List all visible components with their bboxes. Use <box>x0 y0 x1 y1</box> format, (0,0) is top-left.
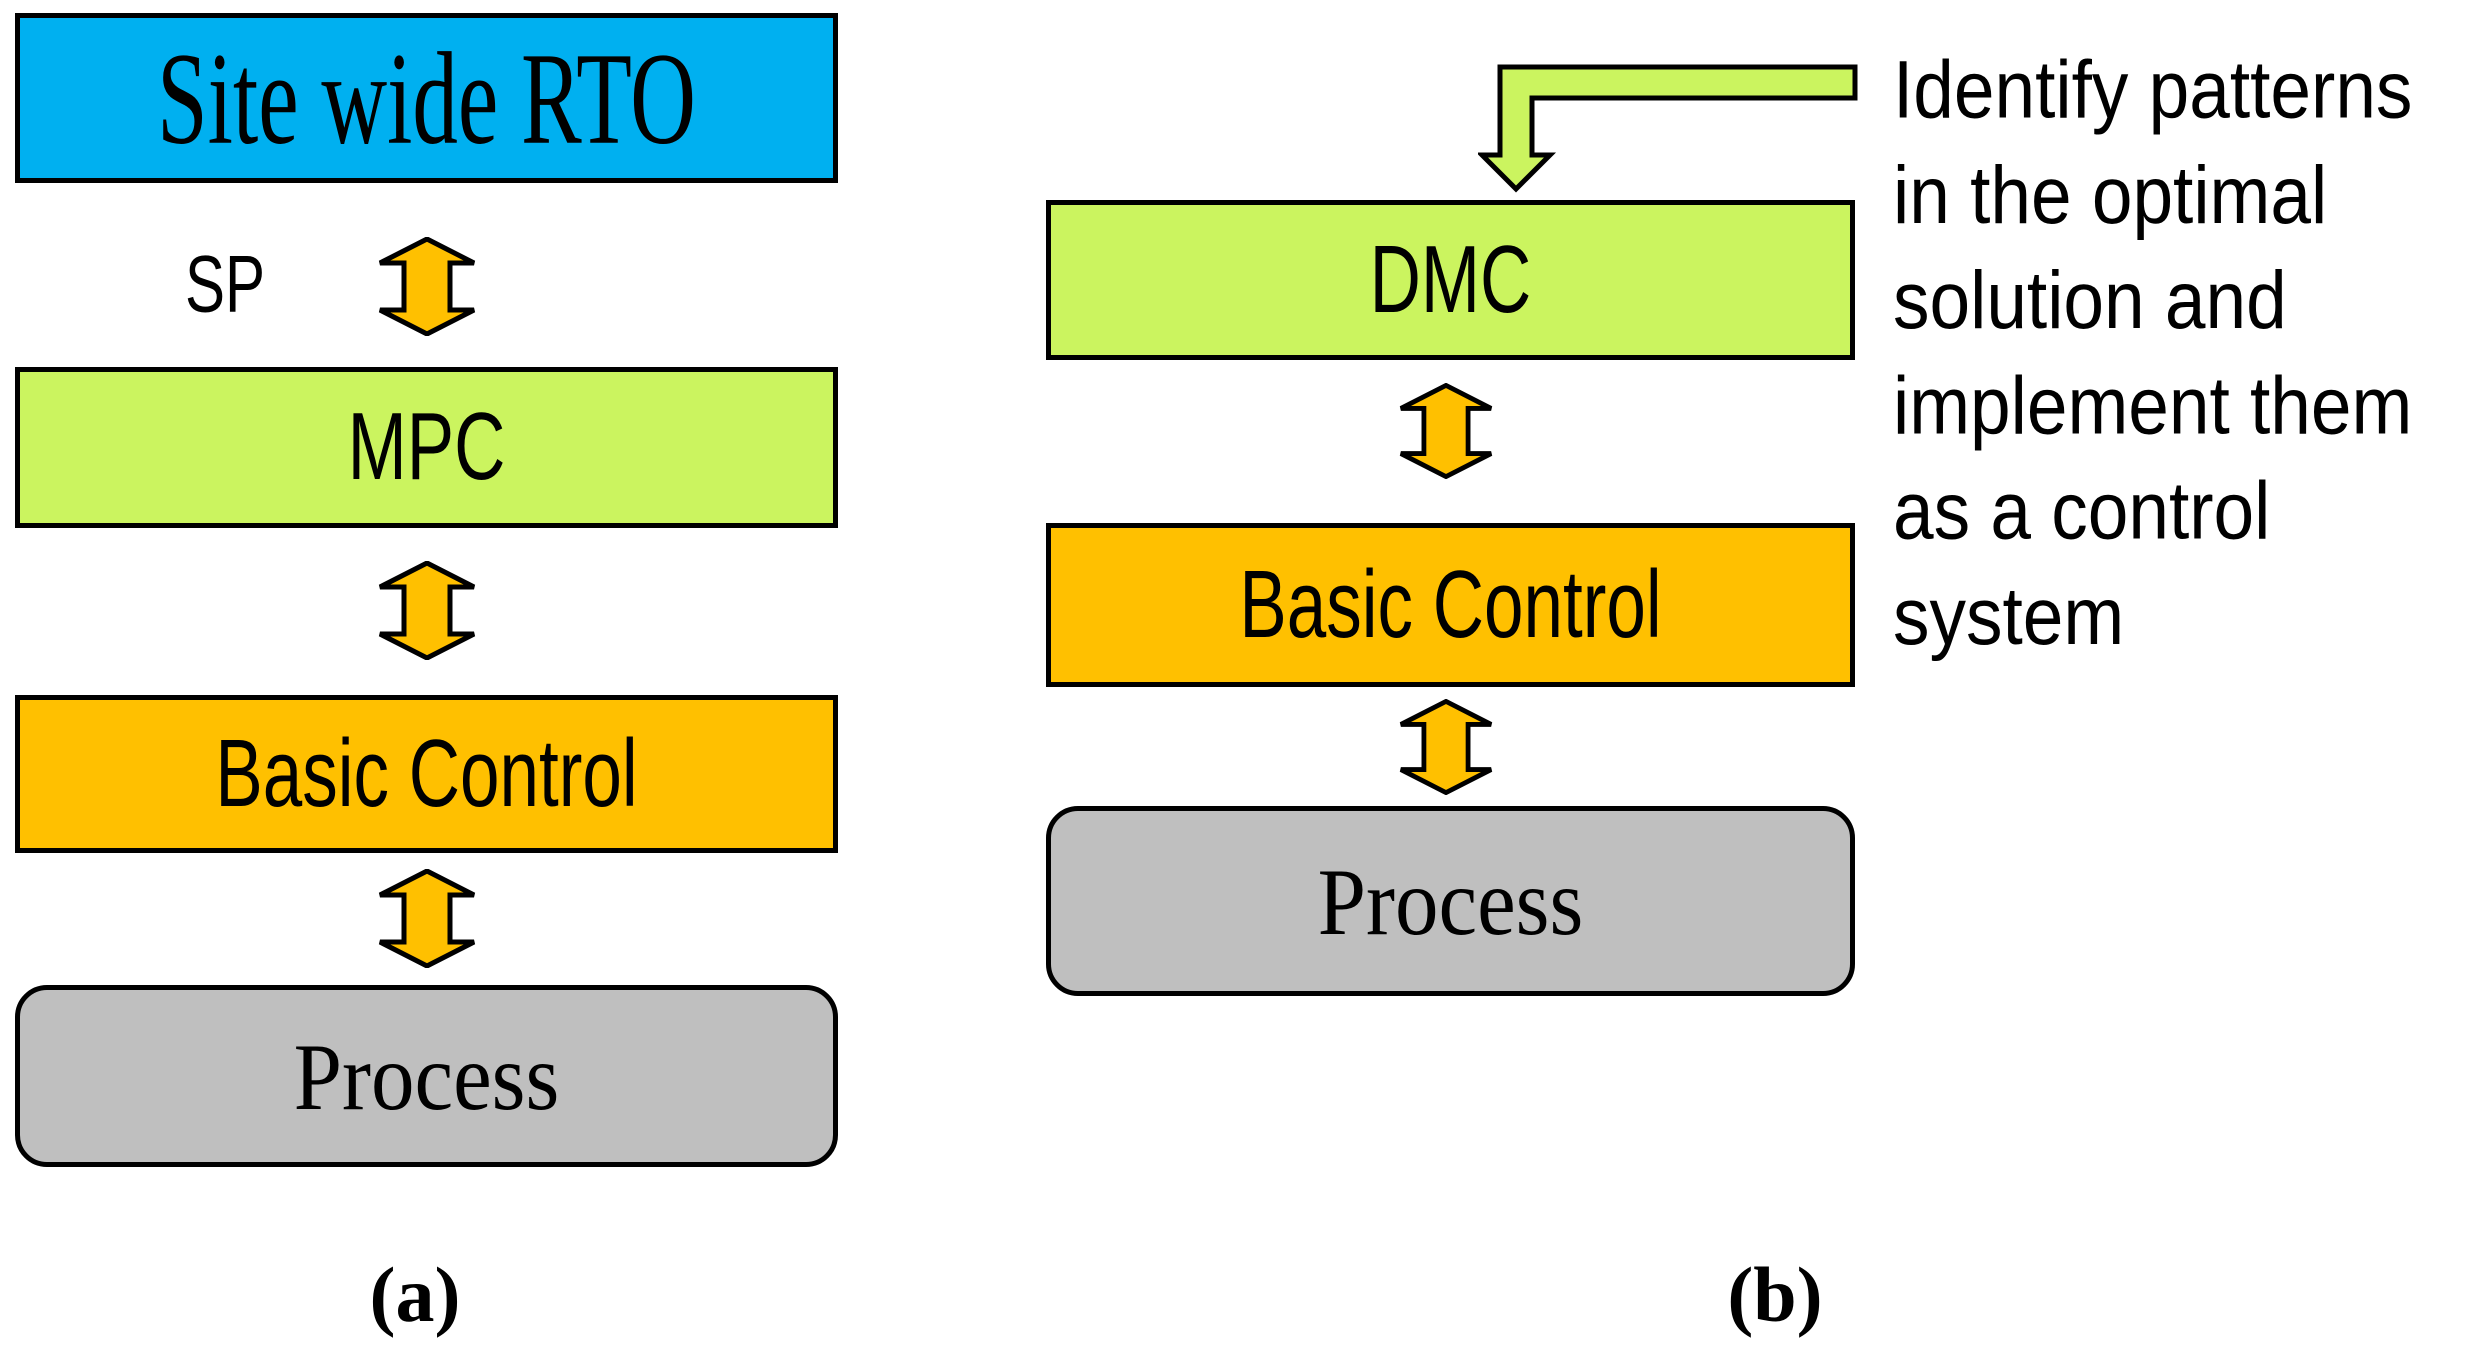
double-arrow-icon <box>1399 383 1493 479</box>
basic-control-box-b: Basic Control <box>1046 523 1855 687</box>
panel-b-caption: (b) <box>1727 1251 1823 1338</box>
double-arrow-icon <box>378 561 476 660</box>
double-arrow-icon <box>1399 699 1493 795</box>
double-arrow-icon <box>378 869 476 968</box>
mpc-box: MPC <box>15 367 838 528</box>
dmc-box: DMC <box>1046 200 1855 360</box>
dmc-label: DMC <box>1369 226 1532 334</box>
identify-patterns-annotation: Identify patterns in the optimal solutio… <box>1893 44 2413 662</box>
basic-control-label-b: Basic Control <box>1239 551 1662 659</box>
bent-arrow-icon <box>1478 64 1858 193</box>
setpoint-label: SP <box>184 238 266 330</box>
double-arrow-icon <box>378 237 476 336</box>
process-label-b: Process <box>1317 847 1584 955</box>
process-box-b: Process <box>1046 806 1855 996</box>
process-label-a: Process <box>293 1022 560 1130</box>
basic-control-label-a: Basic Control <box>215 720 638 828</box>
panel-a-caption: (a) <box>369 1251 461 1338</box>
setpoint-label-wrap: SP <box>165 243 285 324</box>
mpc-label: MPC <box>347 394 506 501</box>
site-wide-rto-box: Site wide RTO <box>15 13 838 183</box>
site-wide-rto-label: Site wide RTO <box>157 24 696 172</box>
process-box-a: Process <box>15 985 838 1167</box>
basic-control-box-a: Basic Control <box>15 695 838 853</box>
